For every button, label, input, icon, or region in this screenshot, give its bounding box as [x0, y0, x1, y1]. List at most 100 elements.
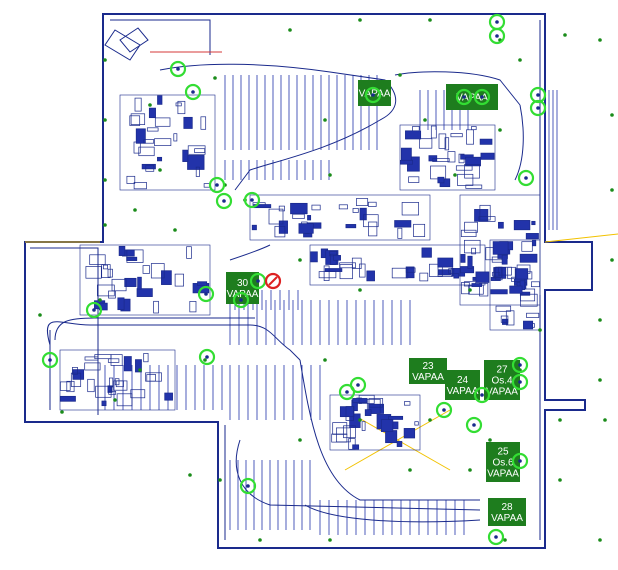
equipment-block: [447, 151, 456, 163]
spot-box: [226, 272, 259, 304]
equipment-block: [394, 220, 412, 228]
available-marker-icon[interactable]: [487, 528, 505, 546]
equipment-block: [519, 291, 531, 296]
pillar: [610, 258, 614, 262]
available-marker-icon[interactable]: [364, 86, 382, 104]
equipment-block: [141, 163, 156, 170]
equipment-cluster: [399, 124, 496, 191]
equipment-block: [114, 378, 120, 386]
available-marker-icon[interactable]: [455, 88, 473, 106]
equipment-block: [455, 165, 473, 171]
equipment-block: [368, 201, 377, 207]
equipment-block: [505, 310, 515, 326]
available-marker-icon[interactable]: [488, 27, 506, 45]
equipment-block: [157, 156, 163, 162]
equipment-cluster: [489, 239, 541, 331]
corner-structure: [104, 27, 149, 61]
available-marker-icon[interactable]: [517, 169, 535, 187]
equipment-block: [251, 224, 257, 231]
spot-status: VAPAA: [412, 372, 444, 383]
pillar: [103, 223, 107, 227]
available-marker-icon[interactable]: [243, 191, 261, 209]
available-marker-icon[interactable]: [215, 192, 233, 210]
pillar: [323, 358, 327, 362]
available-marker-icon[interactable]: [511, 452, 529, 470]
equipment-block: [450, 133, 463, 138]
equipment-block: [154, 138, 172, 146]
available-marker-icon[interactable]: [197, 285, 215, 303]
equipment-block: [298, 223, 314, 234]
equipment-block: [126, 256, 138, 261]
location-markers[interactable]: [41, 13, 547, 546]
equipment-block: [95, 385, 112, 398]
spot-number: 30: [237, 278, 249, 289]
equipment-block: [497, 266, 512, 276]
pillar: [323, 118, 327, 122]
yellow-guide-lines: [25, 233, 618, 471]
equipment-block: [531, 220, 536, 226]
pillar: [158, 168, 162, 172]
equipment-block: [438, 133, 447, 149]
pillar: [598, 318, 602, 322]
equipment-block: [339, 262, 356, 269]
available-marker-icon[interactable]: [529, 99, 547, 117]
equipment-block: [107, 358, 120, 363]
equipment-block: [492, 241, 509, 255]
equipment-block: [419, 138, 433, 149]
available-marker-icon[interactable]: [511, 373, 529, 391]
equipment-block: [478, 216, 496, 222]
equipment-block: [464, 239, 481, 254]
equipment-block: [531, 281, 540, 288]
equipment-block: [479, 204, 491, 221]
equipment-block: [108, 390, 117, 395]
equipment-block: [464, 164, 480, 179]
available-marker-icon[interactable]: [473, 386, 491, 404]
equipment-block: [183, 116, 193, 129]
pillar: [610, 188, 614, 192]
equipment-block: [509, 285, 523, 294]
equipment-block: [194, 148, 206, 153]
available-marker-icon[interactable]: [208, 176, 226, 194]
available-marker-icon[interactable]: [239, 477, 257, 495]
equipment-block: [471, 283, 483, 287]
available-marker-icon[interactable]: [473, 88, 491, 106]
available-marker-icon[interactable]: [41, 351, 59, 369]
pillar: [173, 228, 177, 232]
available-marker-icon[interactable]: [169, 60, 187, 78]
available-marker-icon[interactable]: [465, 416, 483, 434]
available-marker-icon[interactable]: [232, 291, 250, 309]
available-marker-icon[interactable]: [435, 401, 453, 419]
equipment-block: [419, 272, 429, 282]
equipment-cluster: [119, 94, 216, 191]
equipment-block: [136, 288, 153, 297]
available-marker-icon[interactable]: [511, 356, 529, 374]
equipment-block: [492, 271, 501, 277]
equipment-block: [523, 320, 534, 330]
equipment-block: [366, 270, 375, 282]
equipment-block: [493, 267, 503, 279]
available-marker-icon[interactable]: [184, 83, 202, 101]
equipment-block: [359, 263, 366, 278]
pillar: [503, 538, 507, 542]
available-marker-icon[interactable]: [85, 301, 103, 319]
equipment-block: [129, 115, 141, 126]
pillar: [358, 418, 362, 422]
equipment-block: [500, 315, 509, 323]
pillar: [358, 288, 362, 292]
available-marker-icon[interactable]: [198, 348, 216, 366]
equipment-block: [480, 152, 495, 160]
equipment-block: [363, 214, 379, 228]
equipment-block: [396, 441, 403, 447]
pillar: [468, 468, 472, 472]
equipment-block: [134, 97, 142, 112]
equipment-block: [268, 208, 284, 225]
equipment-block: [175, 102, 182, 107]
spot-number: 24: [457, 375, 469, 386]
blocked-marker-icon[interactable]: [264, 272, 282, 290]
available-marker-icon[interactable]: [349, 376, 367, 394]
building-outline: [24, 13, 593, 549]
equipment-block: [116, 393, 133, 407]
